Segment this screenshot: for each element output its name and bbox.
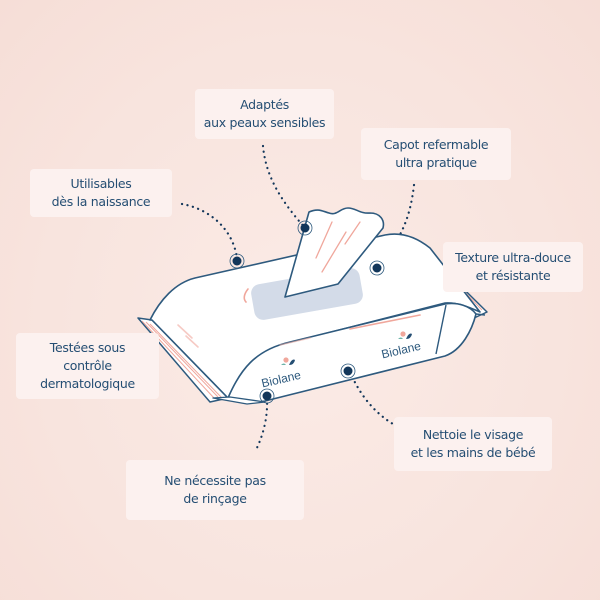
brand-logo-left [281, 357, 295, 365]
feature-card-rincage: Ne nécessite pas de rinçage [126, 460, 304, 520]
feature-text: de rinçage [183, 491, 247, 506]
feature-card-testees: Testées sous contrôle dermatologique [16, 333, 159, 399]
feature-card-adaptes: Adaptés aux peaux sensibles [195, 89, 334, 139]
feature-text: dès la naissance [51, 194, 151, 209]
feature-card-texture: Texture ultra-douce et résistante [443, 242, 583, 292]
hotspot-dots [229, 220, 385, 404]
feature-text: Ne nécessite pas [164, 473, 266, 488]
feature-text: aux peaux sensibles [203, 115, 326, 130]
feature-card-capot: Capot refermable ultra pratique [361, 128, 511, 180]
feature-card-nettoie: Nettoie le visage et les mains de bébé [394, 417, 552, 471]
brand-logo-right [398, 331, 412, 339]
feature-text: Testées sous [49, 340, 126, 355]
feature-text: Nettoie le visage [422, 427, 524, 442]
feature-text: Utilisables [70, 176, 132, 191]
feature-card-utilisables: Utilisables dès la naissance [30, 169, 172, 217]
feature-text: ultra pratique [395, 155, 477, 170]
feature-text: contrôle [63, 358, 112, 373]
feature-text: et résistante [475, 268, 551, 283]
feature-text: Adaptés [240, 97, 289, 112]
feature-text: dermatologique [40, 376, 135, 391]
feature-text: Texture ultra-douce [455, 250, 571, 265]
feature-text: et les mains de bébé [410, 445, 536, 460]
feature-text: Capot refermable [383, 137, 489, 152]
